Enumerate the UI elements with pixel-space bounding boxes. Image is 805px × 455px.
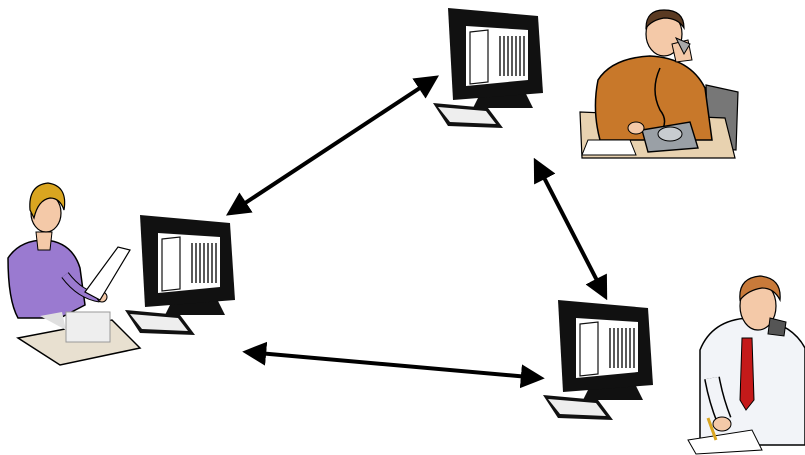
- monitor-icon-top: [432, 7, 544, 129]
- man-writing-on-phone-icon: [687, 275, 805, 455]
- man-on-phone-icon: [579, 9, 739, 159]
- link-woman-phone-man: [225, 75, 440, 216]
- link-woman-writing-man: [242, 341, 545, 389]
- link-phone-man-writing-man: [533, 157, 608, 301]
- monitor-icon-bottom: [542, 299, 654, 421]
- woman-at-computer-icon: [7, 182, 142, 366]
- monitor-icon-left: [124, 214, 236, 336]
